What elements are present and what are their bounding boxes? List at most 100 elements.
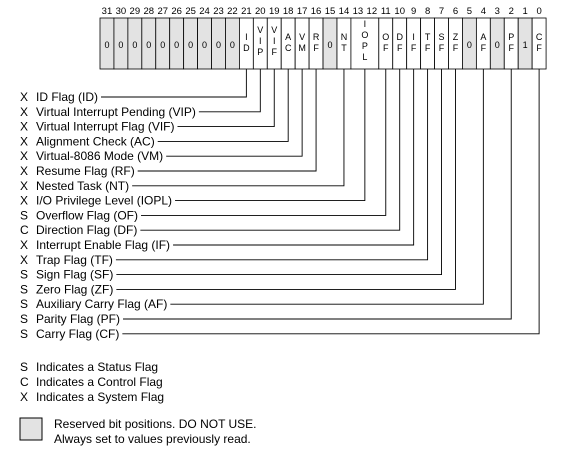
bit-number: 18: [283, 6, 294, 17]
bit-number: 19: [269, 6, 280, 17]
flag-name: Zero Flag (ZF): [36, 282, 113, 296]
flag-type-letter: X: [20, 194, 28, 208]
reserved-note-line-2: Always set to values previously read.: [54, 432, 251, 446]
bit-number: 20: [255, 6, 266, 17]
flag-leader-line: [137, 69, 317, 172]
legend-letter: X: [20, 390, 28, 404]
bit-number: 29: [130, 6, 141, 17]
bit-number: 15: [325, 6, 336, 17]
reserved-swatch: [19, 417, 43, 441]
flag-type-letter: S: [20, 282, 28, 296]
flag-type-letter: X: [20, 90, 28, 104]
flag-type-letter: C: [20, 223, 29, 237]
bit-number: 17: [297, 6, 308, 17]
flag-type-letter: S: [20, 312, 28, 326]
bit-number: 1: [523, 6, 528, 17]
bit-number: 24: [199, 6, 210, 17]
bit-number: 27: [157, 6, 168, 17]
flag-leader-line: [101, 69, 247, 98]
legend-text: Indicates a Control Flag: [36, 375, 163, 389]
flag-leader-line: [166, 69, 303, 157]
flag-name: Virtual-8086 Mode (VM): [36, 149, 163, 163]
register-cell-value: 0: [104, 40, 109, 50]
register-cell-value: 0: [146, 40, 151, 50]
bit-number: 13: [353, 6, 364, 17]
flag-leader-line: [198, 69, 261, 113]
flag-leader-line: [115, 69, 429, 261]
flag-leader-line: [141, 69, 387, 216]
legend-text: Indicates a System Flag: [36, 390, 164, 404]
bit-number: 5: [467, 6, 472, 17]
flag-type-letter: S: [20, 327, 28, 341]
register-cell-value: 0: [160, 40, 165, 50]
bit-number: 8: [425, 6, 430, 17]
bit-number: 25: [185, 6, 196, 17]
bit-number: 12: [367, 6, 378, 17]
flag-name: Auxiliary Carry Flag (AF): [36, 297, 167, 311]
flag-name: Nested Task (NT): [36, 179, 129, 193]
flag-leader-line: [175, 69, 366, 202]
bit-number: 23: [213, 6, 224, 17]
flag-type-letter: X: [20, 238, 28, 252]
legend-letter: S: [20, 360, 28, 374]
flag-name: Sign Flag (SF): [36, 268, 113, 282]
flag-leader-line: [157, 69, 289, 142]
flag-name: Resume Flag (RF): [36, 164, 135, 178]
register-cell-value: 0: [216, 40, 221, 50]
flag-type-letter: X: [20, 253, 28, 267]
flag-leader-line: [173, 69, 415, 246]
flag-leader-line: [122, 69, 540, 335]
bit-number: 3: [495, 6, 500, 17]
flag-leader-line: [116, 69, 442, 276]
flag-leader-line: [116, 69, 456, 290]
register-cell-value: 0: [118, 40, 123, 50]
bit-number: 2: [509, 6, 514, 17]
flag-name: Overflow Flag (OF): [36, 208, 138, 222]
register-cell-value: 0: [202, 40, 207, 50]
bit-number: 26: [171, 6, 182, 17]
register-cell-value: 0: [188, 40, 193, 50]
flag-type-letter: X: [20, 105, 28, 119]
flag-leader-line: [132, 69, 345, 187]
bit-number: 6: [453, 6, 458, 17]
flag-leader-line: [123, 69, 512, 320]
bit-number: 21: [241, 6, 252, 17]
flag-type-letter: S: [20, 268, 28, 282]
bit-number: 9: [411, 6, 416, 17]
flag-type-letter: X: [20, 134, 28, 148]
register-cell-value: 0: [230, 40, 235, 50]
leader-lines: [101, 69, 540, 335]
bit-number: 28: [144, 6, 155, 17]
bit-number: 31: [102, 6, 113, 17]
flag-type-letter: X: [20, 149, 28, 163]
bit-number: 7: [439, 6, 444, 17]
legend-letter: C: [20, 375, 29, 389]
bit-number: 14: [339, 6, 350, 17]
flag-name: ID Flag (ID): [36, 90, 98, 104]
register-cell-value: 0: [467, 40, 472, 50]
flag-name: I/O Privilege Level (IOPL): [36, 194, 172, 208]
flag-type-letter: S: [20, 297, 28, 311]
flag-type-letter: X: [20, 164, 28, 178]
flag-name: Virtual Interrupt Flag (VIF): [36, 120, 175, 134]
register-cell-value: 0: [328, 40, 333, 50]
bit-number: 11: [381, 6, 391, 17]
legend-text: Indicates a Status Flag: [36, 360, 158, 374]
